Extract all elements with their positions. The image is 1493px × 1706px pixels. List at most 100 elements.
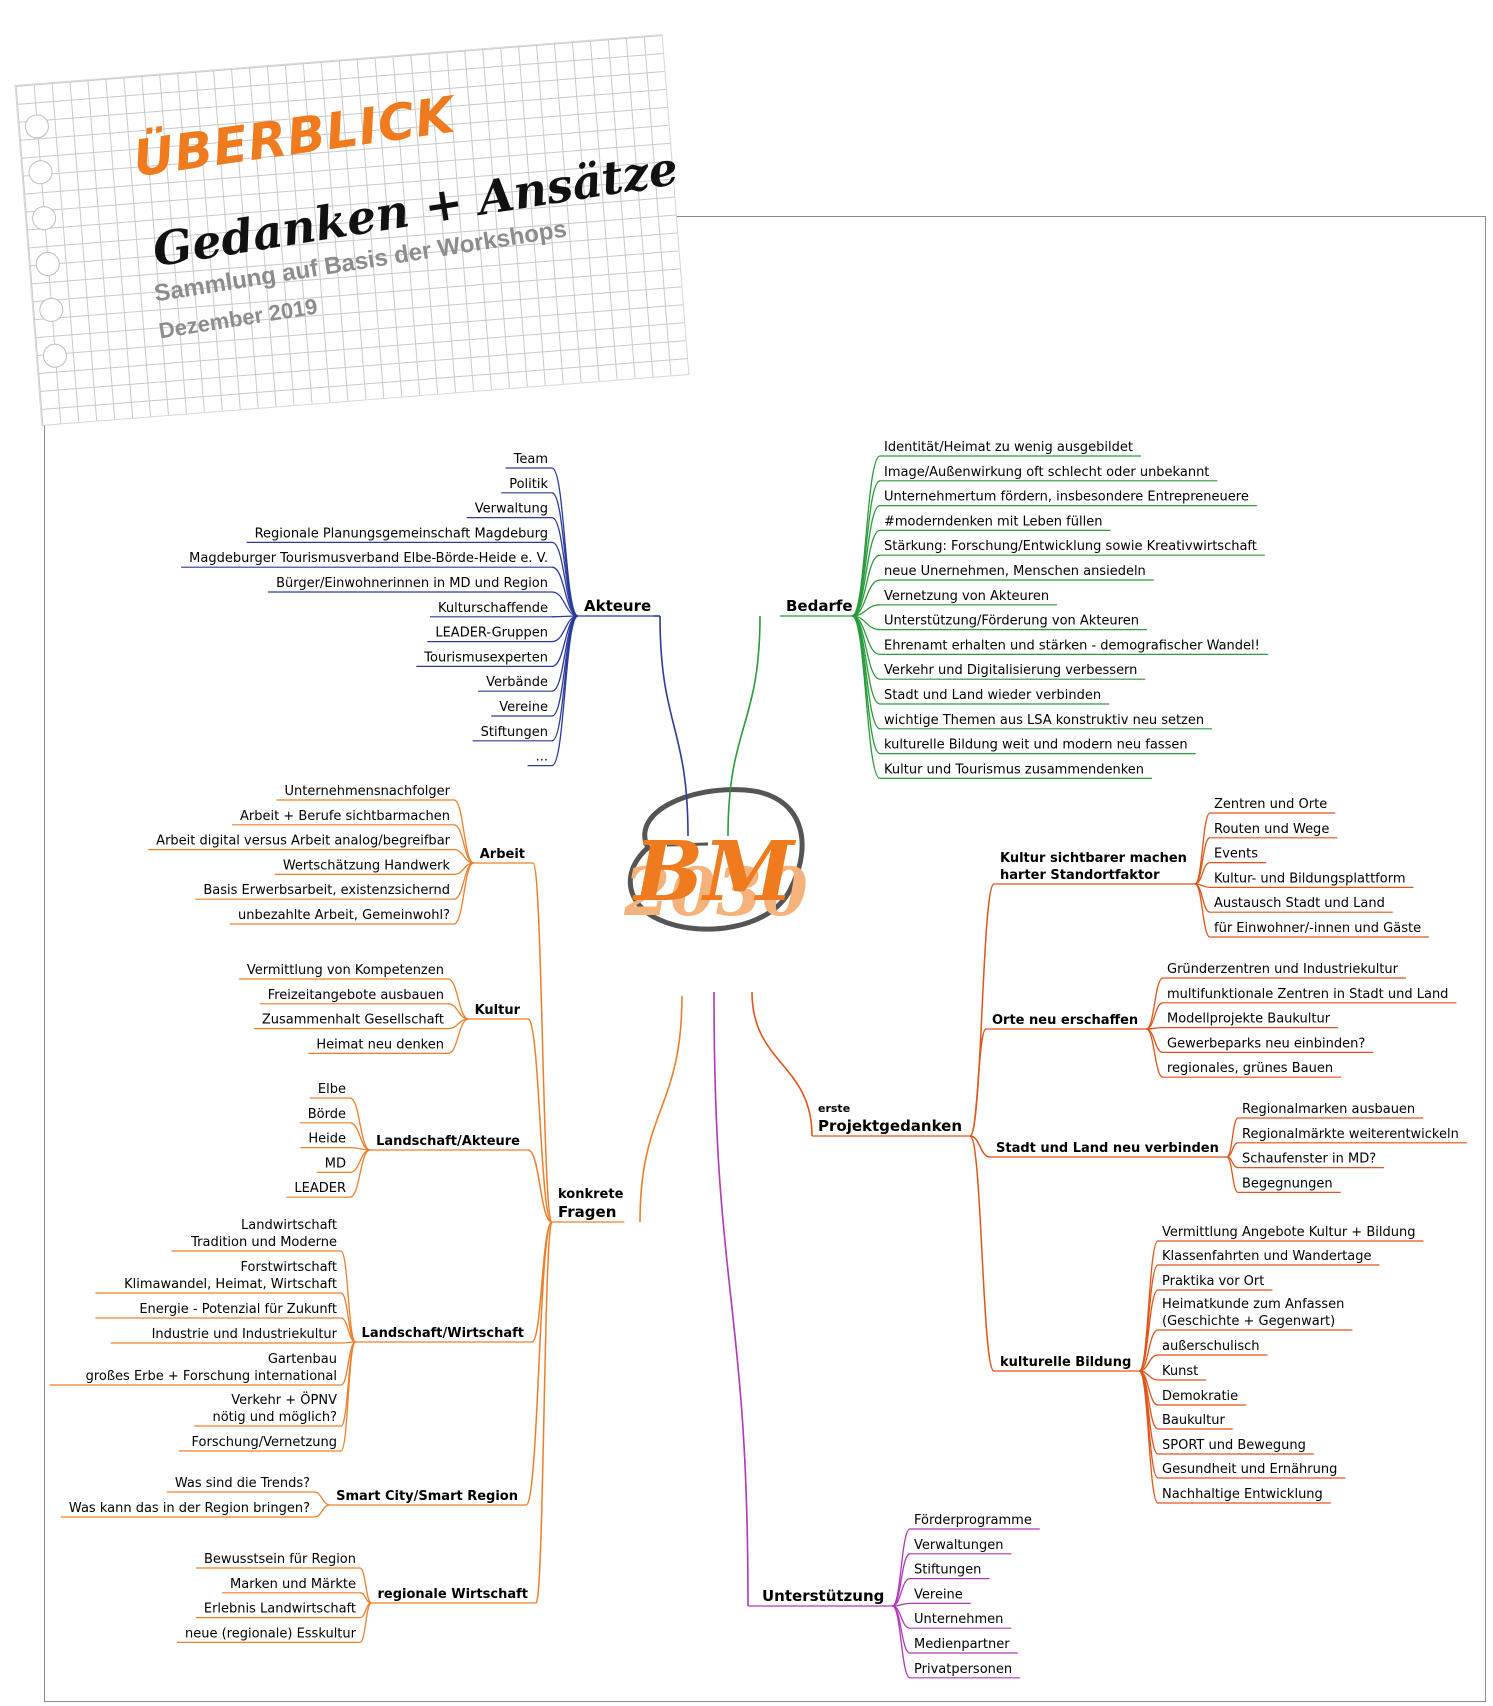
connector-line bbox=[1194, 837, 1211, 885]
connector-line bbox=[453, 799, 475, 864]
projekt-item: Routen und Wege bbox=[1214, 822, 1329, 837]
connector-line bbox=[659, 615, 689, 837]
projekt-item: regionales, grünes Bauen bbox=[1167, 1061, 1333, 1076]
projekt-item: Regionalmärkte weiterentwickeln bbox=[1242, 1127, 1459, 1142]
connector-line bbox=[349, 1149, 371, 1198]
connector-line bbox=[1145, 1002, 1164, 1030]
fragen-item: Energie - Potenzial für Zukunft bbox=[139, 1302, 337, 1317]
unterstuetzung-item: Vereine bbox=[914, 1587, 963, 1602]
projekt-item: Austausch Stadt und Land bbox=[1214, 896, 1385, 911]
connector-line bbox=[453, 824, 474, 864]
fragen-group-label: Kultur bbox=[475, 1003, 521, 1018]
bedarfe-item: Stärkung: Forschung/Entwicklung sowie Kr… bbox=[884, 539, 1257, 554]
branch-bedarfe: Bedarfe bbox=[786, 597, 853, 615]
fragen-item: Heide bbox=[308, 1132, 346, 1147]
fragen-item: großes Erbe + Forschung international bbox=[86, 1369, 337, 1384]
projekt-item: Gesundheit und Ernährung bbox=[1162, 1462, 1337, 1477]
projekt-item: Nachhaltige Entwicklung bbox=[1162, 1487, 1323, 1502]
connector-line bbox=[313, 1491, 331, 1506]
connector-line bbox=[1194, 861, 1211, 885]
connector-line bbox=[1194, 883, 1211, 938]
connector-line bbox=[340, 1341, 357, 1452]
fragen-item: Was kann das in der Region bringen? bbox=[69, 1501, 310, 1516]
unterstuetzung-item: Privatpersonen bbox=[914, 1662, 1012, 1677]
connector-line bbox=[1138, 1370, 1159, 1504]
fragen-item: Arbeit digital versus Arbeit analog/begr… bbox=[156, 834, 450, 849]
akteure-item: Verbände bbox=[486, 675, 548, 690]
fragen-group-label: Landschaft/Akteure bbox=[376, 1134, 520, 1149]
bedarfe-item: Vernetzung von Akteuren bbox=[884, 589, 1049, 604]
projekt-item: Gewerbeparks neu einbinden? bbox=[1167, 1036, 1365, 1051]
projekt-item: Schaufenster in MD? bbox=[1242, 1152, 1376, 1167]
akteure-item: Bürger/Einwohnerinnen in MD und Region bbox=[276, 576, 548, 591]
connector-line bbox=[891, 1605, 911, 1679]
akteure-item: Team bbox=[513, 452, 548, 467]
branch-unterstuetzung: Unterstützung bbox=[762, 1587, 884, 1605]
fragen-item: Wertschätzung Handwerk bbox=[283, 858, 451, 873]
projekt-group-label2: harter Standortfaktor bbox=[1000, 868, 1160, 883]
connector-line bbox=[551, 615, 579, 717]
projekt-item: Praktika vor Ort bbox=[1162, 1274, 1264, 1289]
projekt-item: Regionalmarken ausbauen bbox=[1242, 1102, 1415, 1117]
akteure-item: Stiftungen bbox=[481, 725, 548, 740]
fragen-group-label: Landschaft/Wirtschaft bbox=[362, 1326, 524, 1341]
connector-line bbox=[359, 1602, 373, 1644]
projekt-group-label: Stadt und Land neu verbinden bbox=[996, 1141, 1219, 1156]
bedarfe-item: Identität/Heimat zu wenig ausgebildet bbox=[884, 440, 1133, 455]
fragen-item: Klimawandel, Heimat, Wirtschaft bbox=[124, 1277, 337, 1292]
connector-line bbox=[1138, 1289, 1159, 1372]
connector-line bbox=[349, 1149, 371, 1174]
connector-line bbox=[551, 492, 579, 617]
projekt-item: für Einwohner/-innen und Gäste bbox=[1214, 921, 1421, 936]
connector-line bbox=[447, 1018, 469, 1055]
fragen-item: Basis Erwerbsarbeit, existenzsichernd bbox=[203, 883, 450, 898]
projekt-item: SPORT und Bewegung bbox=[1162, 1438, 1306, 1453]
connector-line bbox=[349, 1122, 371, 1151]
projekt-item: außerschulisch bbox=[1162, 1339, 1260, 1354]
connector-line bbox=[349, 1097, 371, 1151]
connector-line bbox=[1138, 1329, 1159, 1372]
connector-line bbox=[453, 862, 475, 925]
connector-line bbox=[969, 1028, 987, 1137]
akteure-item: Vereine bbox=[499, 700, 548, 715]
fragen-item: LEADER bbox=[294, 1181, 346, 1196]
connector-line bbox=[447, 978, 469, 1020]
akteure-item: LEADER-Gruppen bbox=[435, 626, 548, 641]
connector-line bbox=[892, 1577, 911, 1607]
connector-line bbox=[1226, 1117, 1239, 1158]
connector-line bbox=[532, 862, 553, 1223]
fragen-item: neue (regionale) Esskultur bbox=[185, 1626, 357, 1641]
fragen-item: unbezahlte Arbeit, Gemeinwohl? bbox=[238, 908, 450, 923]
connector-line bbox=[851, 529, 881, 617]
connector-line bbox=[969, 883, 995, 1137]
akteure-item: Kulturschaffende bbox=[438, 601, 548, 616]
bedarfe-item: wichtige Themen aus LSA konstruktiv neu … bbox=[884, 713, 1204, 728]
akteure-item: Regionale Planungsgemeinschaft Magdeburg bbox=[255, 526, 548, 541]
connector-line bbox=[340, 1317, 356, 1343]
branch-projekt-prefix: erste bbox=[818, 1102, 850, 1115]
connector-line bbox=[639, 995, 683, 1223]
fragen-item: Vermittlung von Kompetenzen bbox=[247, 963, 444, 978]
fragen-item: Verkehr + ÖPNV bbox=[231, 1391, 337, 1408]
logo-letters: BM bbox=[632, 824, 796, 920]
connector-line bbox=[851, 615, 881, 780]
akteure-item: Verwaltung bbox=[475, 502, 548, 517]
fragen-item: Unternehmensnachfolger bbox=[285, 784, 451, 799]
projekt-item: Begegnungen bbox=[1242, 1176, 1333, 1191]
bedarfe-item: #moderndenken mit Leben füllen bbox=[884, 514, 1102, 529]
projekt-item: Gründerzentren und Industriekultur bbox=[1167, 962, 1399, 977]
bedarfe-item: Ehrenamt erhalten und stärken - demograf… bbox=[884, 638, 1260, 653]
unterstuetzung-item: Unternehmen bbox=[914, 1612, 1003, 1627]
projekt-item: Modellprojekte Baukultur bbox=[1167, 1012, 1331, 1027]
projekt-group-label: Orte neu erschaffen bbox=[992, 1013, 1138, 1028]
fragen-item: Was sind die Trends? bbox=[175, 1476, 310, 1491]
connector-line bbox=[447, 1003, 469, 1020]
fragen-item: Tradition und Moderne bbox=[190, 1235, 337, 1250]
connector-line bbox=[851, 579, 881, 617]
connector-line bbox=[551, 516, 579, 617]
unterstuetzung-item: Förderprogramme bbox=[914, 1513, 1032, 1528]
projekt-item: Zentren und Orte bbox=[1214, 797, 1327, 812]
connector-line bbox=[1139, 1354, 1159, 1372]
fragen-item: Elbe bbox=[318, 1082, 346, 1097]
